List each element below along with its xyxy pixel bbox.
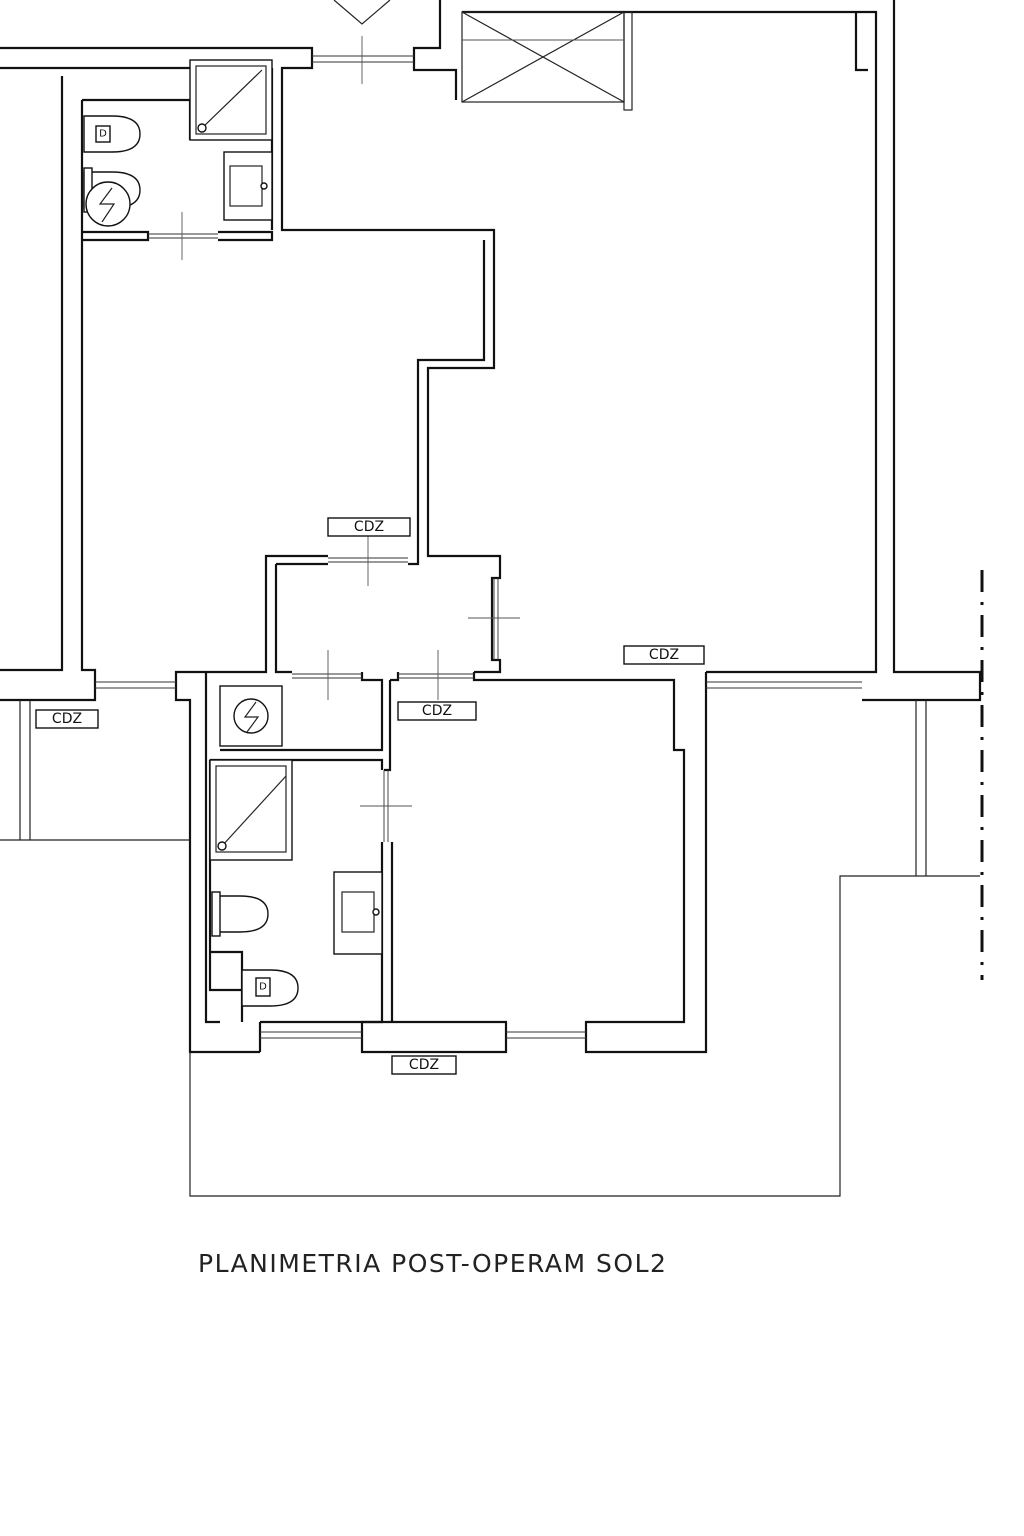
terraces (0, 0, 984, 1197)
cdz-label-bottom: CDZ (409, 1057, 439, 1073)
cdz-label-top: CDZ (354, 519, 384, 535)
drawing-title: PLANIMETRIA POST-OPERAM SOL2 (198, 1249, 667, 1278)
walls (0, 0, 982, 1054)
bidet-mark-top: D (99, 129, 107, 140)
cdz-label-center: CDZ (422, 703, 452, 719)
bathroom-bottom: D (209, 685, 383, 1007)
cdz-label-right: CDZ (649, 647, 679, 663)
bidet-top (83, 115, 141, 153)
windows (95, 36, 862, 1039)
bathroom-top: D (83, 59, 273, 227)
bidet-mark-bottom: D (259, 982, 267, 993)
cdz-label-left: CDZ (52, 711, 82, 727)
stair-void (461, 11, 633, 111)
bidet-bottom (213, 895, 269, 933)
cdz-labels: CDZ CDZ CDZ CDZ CDZ (35, 517, 705, 1075)
